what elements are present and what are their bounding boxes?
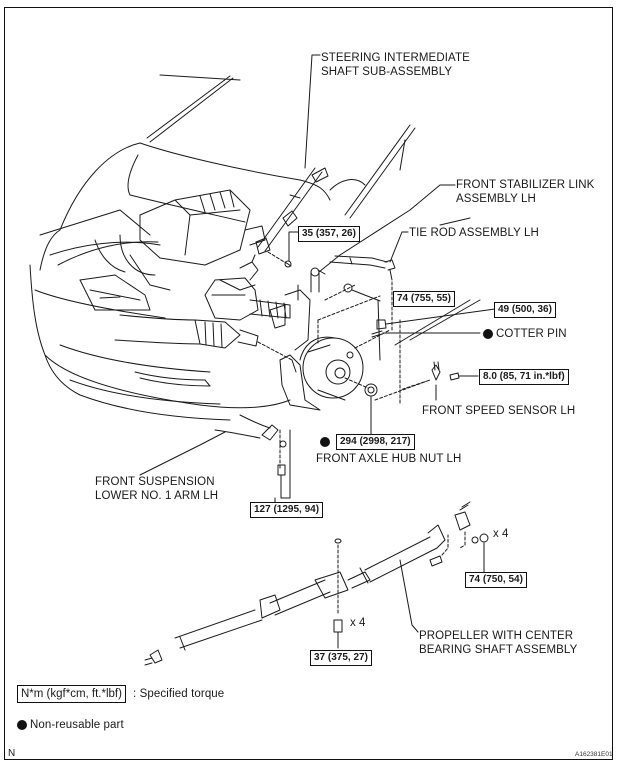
leader-lower-arm xyxy=(139,431,226,476)
diagram-frame xyxy=(4,7,613,760)
quantity-center-bearing-bolts: x 4 xyxy=(350,617,366,629)
label-front-stabilizer-link: FRONT STABILIZER LINK ASSEMBLY LH xyxy=(456,178,594,206)
propeller-shaft xyxy=(174,524,446,651)
leader-stabilizer-link xyxy=(318,184,456,273)
label-line-1: PROPELLER WITH CENTER xyxy=(419,630,574,642)
hub-nut-guide xyxy=(344,377,369,389)
torque-spec-speed-sensor: 8.0 (85, 71 in.*lbf) xyxy=(479,369,569,385)
rear-bolt-guide xyxy=(441,534,449,556)
label-line-1: FRONT STABILIZER LINK xyxy=(456,179,595,191)
propeller-front-joint xyxy=(144,649,163,666)
lower-arm-bracket xyxy=(214,414,279,441)
label-line-1: FRONT SUSPENSION xyxy=(95,476,215,488)
label-line-2: BEARING SHAFT ASSEMBLY xyxy=(419,644,578,656)
torque-spec-tie-rod: 74 (755, 55) xyxy=(393,291,455,307)
steering-bolt xyxy=(284,260,292,268)
knuckle-guide xyxy=(317,295,381,346)
stabilizer-link xyxy=(310,267,326,293)
rear-flange-nuts xyxy=(471,533,489,544)
steering-rack xyxy=(204,254,291,321)
leader-torque-stabilizer-2 xyxy=(385,308,496,325)
drive-shaft-boot xyxy=(114,314,259,349)
stabilizer-nut xyxy=(343,283,353,293)
legend-non-reusable-dot xyxy=(17,720,27,730)
hub-nut xyxy=(364,383,378,397)
body-lines-right xyxy=(394,217,481,346)
legend-torque-description: : Specified torque xyxy=(133,688,225,700)
non-reusable-dot-hub-nut xyxy=(320,437,330,447)
brake-disc-hub xyxy=(299,336,364,401)
speed-sensor xyxy=(431,361,460,381)
leader-tie-rod xyxy=(389,231,409,263)
steering-knuckle xyxy=(269,284,321,411)
tie-rod-castle-nut xyxy=(376,319,387,330)
car-body-outline xyxy=(29,74,416,421)
label-propeller-shaft: PROPELLER WITH CENTER BEARING SHAFT ASSE… xyxy=(419,629,577,657)
leader-steering-shaft xyxy=(304,54,321,169)
quantity-propeller-rear-bolts: x 4 xyxy=(493,528,509,540)
torque-spec-hub-nut: 294 (2998, 217) xyxy=(336,434,415,450)
corner-mark: N xyxy=(8,748,16,759)
cotter-pin xyxy=(371,330,383,338)
leader-torque-stabilizer xyxy=(351,289,381,302)
tie-rod xyxy=(329,255,396,281)
drive-shaft-guide xyxy=(257,341,293,361)
torque-spec-stabilizer-link: 49 (500, 36) xyxy=(494,302,556,318)
label-front-suspension-lower-arm: FRONT SUSPENSION LOWER NO. 1 ARM LH xyxy=(95,475,218,503)
center-bearing-bolt xyxy=(333,619,343,649)
non-reusable-dot-cotter-pin xyxy=(483,329,493,339)
label-cotter-pin: COTTER PIN xyxy=(496,328,567,340)
figure-id: A162381E01 xyxy=(575,751,613,758)
rear-flange-bolt xyxy=(429,555,443,567)
leader-torque-tie-rod-vert xyxy=(377,299,381,361)
label-line-1: STEERING INTERMEDIATE xyxy=(321,52,470,64)
propeller-rear-flange xyxy=(454,501,471,531)
torque-spec-center-bearing: 37 (375, 27) xyxy=(310,650,372,666)
torque-spec-lower-arm: 127 (1295, 94) xyxy=(250,502,324,518)
stabilizer-guide xyxy=(324,284,356,301)
label-steering-intermediate-shaft: STEERING INTERMEDIATE SHAFT SUB-ASSEMBLY xyxy=(321,51,470,79)
steering-bolt-guide xyxy=(267,251,287,264)
torque-spec-steering-shaft: 35 (357, 26) xyxy=(298,226,360,242)
steering-intermediate-shaft xyxy=(255,167,329,255)
center-bearing-washer xyxy=(334,538,342,544)
label-line-2: ASSEMBLY LH xyxy=(456,193,536,205)
rear-flange-guide xyxy=(459,531,466,549)
leader-propeller-shaft xyxy=(399,559,419,633)
knuckle-guide-2 xyxy=(354,329,391,349)
lower-arm-bolt xyxy=(277,440,287,499)
label-line-2: SHAFT SUB-ASSEMBLY xyxy=(321,66,453,78)
torque-spec-propeller-rear: 74 (750, 54) xyxy=(465,572,527,588)
legend-non-reusable-label: Non-reusable part xyxy=(30,719,124,731)
label-tie-rod-assembly: TIE ROD ASSEMBLY LH xyxy=(409,227,539,239)
sensor-guide xyxy=(374,379,431,404)
leader-torque-steering xyxy=(288,231,299,262)
legend-torque-unit: N*m (kgf*cm, ft.*lbf) xyxy=(17,685,126,703)
label-front-speed-sensor: FRONT SPEED SENSOR LH xyxy=(422,405,576,417)
label-line-2: LOWER NO. 1 ARM LH xyxy=(95,490,219,502)
label-front-axle-hub-nut: FRONT AXLE HUB NUT LH xyxy=(316,453,462,465)
